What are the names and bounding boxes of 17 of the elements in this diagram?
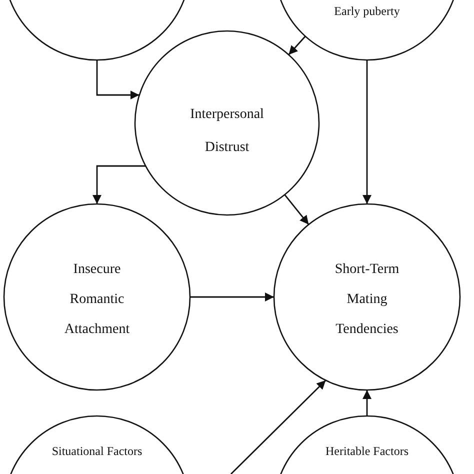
node-label: Heritable Factors <box>324 443 410 460</box>
arrow <box>288 36 306 56</box>
arrow <box>190 292 274 302</box>
circle-node <box>273 203 461 391</box>
node-label: Early puberty <box>333 3 401 20</box>
arrow <box>96 60 140 100</box>
node-label: Insecure Romantic Attachment <box>63 261 131 339</box>
node-label: Situational Factors <box>50 443 144 460</box>
circle-node <box>134 30 320 216</box>
arrow <box>92 165 146 204</box>
node-label: Interpersonal Distrust <box>189 106 265 157</box>
node-label: Short-Term Mating Tendencies <box>334 261 400 339</box>
arrow <box>362 60 372 204</box>
arrow <box>284 194 310 225</box>
circle-node <box>3 203 191 391</box>
arrow <box>230 380 326 474</box>
arrow <box>362 390 372 416</box>
